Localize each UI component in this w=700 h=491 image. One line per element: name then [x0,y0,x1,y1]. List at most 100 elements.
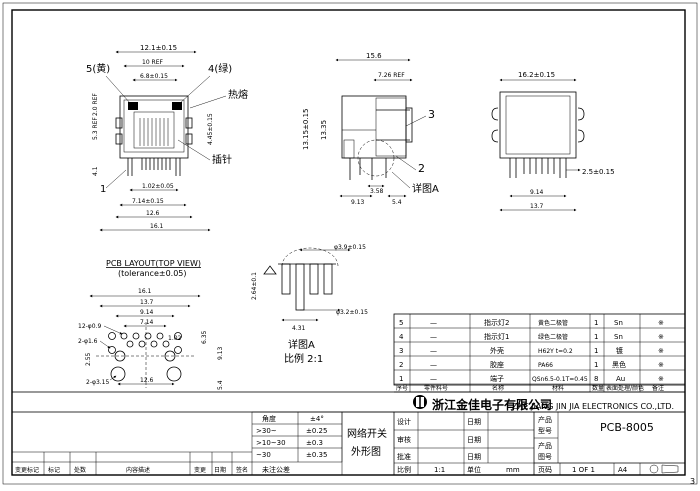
bom-cell: 2 [399,361,403,369]
label-unit: 单位 [467,465,481,474]
tolerance-cell: >10~30 [256,439,286,447]
bom-cell: — [430,375,437,383]
dim-pcb-d09: 12-φ0.9 [78,323,101,330]
bom-cell: 黑色 [612,360,626,369]
dim-front-led: 6.8±0.15 [140,73,168,80]
dim-front-ref: 10 REF [142,59,164,66]
bom-cell: Sn [614,333,623,341]
dim-front-pitch: 1.02±0.05 [142,183,174,190]
bom-cell: 8 [594,375,598,383]
callout-pin: 插针 [212,153,232,166]
callout-detail-a: 详图A [412,182,439,195]
front-view: 12.1±0.15 10 REF 6.8±0.15 2.0 REF 5.3 RE… [86,44,248,232]
bom-row: 3 — 外壳 H62Y t=0.2 1 镀 ※ [399,346,664,355]
dim-pcb-d16: 2-φ1.6 [78,338,98,345]
bom-cell: 端子 [490,374,504,383]
dim-side-1315: 13.15±0.15 [302,109,310,151]
tolerance-cell: >30~ [256,427,277,435]
detail-a-scale: 比例 2:1 [284,352,323,365]
bom-cell: 镀 [616,346,623,355]
label-product: 产品 [538,415,552,424]
company-name-en: ZHE JIANG JIN JIA ELECTRONICS CO.,LTD. [512,402,674,411]
callout-item-2: 2 [418,162,425,175]
bom-cell: 胶座 [490,360,504,369]
callout-led-green: 4(绿) [208,62,232,75]
unit-value: mm [506,466,520,474]
dim-front-714: 7.14±0.15 [132,198,164,205]
dim-front-h20: 2.0 REF [92,93,99,116]
dim-front-161: 16.1 [150,223,164,230]
bom-row: 4 — 指示灯1 绿色二极管 1 Sn ※ [399,332,664,341]
bom-cell: 指示灯1 [484,332,509,341]
dim-pcb-d315: 2-φ3.15 [86,379,109,386]
bom-cell: PA66 [538,362,553,369]
rear-view: 16.2±0.15 2.5±0.15 9.14 13.7 [491,71,615,212]
dim-pcb-714: 7.14 [140,319,154,326]
bom-header-cell: 材料 [552,384,564,392]
sheet-index: 3 [690,477,695,486]
bom-row: 1 — 端子 QSn6.5-0.1T=0.45 8 Au ※ [399,374,664,383]
dim-front-hside: 4.45±0.15 [207,113,214,145]
bom-cell: H62Y t=0.2 [538,348,573,355]
bom-cell: — [430,333,437,341]
bom-cell: 1 [594,319,598,327]
bom-table: 5 — 指示灯2 黄色二极管 1 Sn ※ 4 — 指示灯1 绿色二极管 1 S… [393,313,686,393]
bom-cell: QSn6.5-0.1T=0.45 [532,376,588,383]
bom-header: 序号 零件料号 名称 材料 数量 表面处理/颜色 备注 [396,384,664,392]
dim-detail-431: 4.31 [292,325,306,332]
label-date-2: 日期 [467,436,481,444]
outer-border [2,2,698,485]
dim-pcb-126: 12.6 [140,377,154,384]
label-check: 审核 [397,435,411,444]
dim-side-156: 15.6 [366,52,382,60]
bom-cell: ※ [658,375,664,383]
label-scale: 比例 [397,465,411,474]
dim-rear-25: 2.5±0.15 [582,168,615,176]
label-page: 页码 [538,466,552,474]
dim-pcb-635: 6.35 [201,330,208,344]
bom-header-cell: 零件料号 [424,384,448,392]
tolerance-cell: ±0.35 [306,451,327,459]
pcb-layout-title: PCB LAYOUT(TOP VIEW) [106,259,201,268]
dim-side-358: 3.58 [370,188,384,195]
tolerance-footer: 未注公差 [262,465,290,474]
rev-content: 内容描述 [126,466,150,474]
page-value: 1 OF 1 [572,466,595,474]
bom-cell: 3 [399,347,403,355]
dim-side-726: 7.26 REF [378,72,405,79]
dim-pcb-137: 13.7 [140,299,154,306]
tolerance-cell: ~30 [256,451,271,459]
detail-a-title: 详图A [288,338,315,351]
dim-pcb-914: 9.14 [140,309,154,316]
bom-header-cell: 序号 [396,384,408,392]
callout-hot-melt: 热熔 [228,88,248,101]
label-product-2: 产品 [538,441,552,450]
company-name-cn: 浙江金佳电子有限公司 [432,397,552,412]
bom-cell: 绿色二极管 [538,333,568,341]
dim-front-h41: 4.1 [92,166,99,176]
product-title-1: 网络开关 [347,427,387,440]
dim-pcb-54: 5.4 [217,380,224,390]
dim-detail-264: 2.64±0.1 [251,272,258,300]
callout-led-yellow: 5(黄) [86,62,110,75]
bom-cell: 外壳 [490,346,504,355]
bom-cell: 1 [399,375,403,383]
label-approve: 批准 [397,452,411,461]
bom-cell: Sn [614,319,623,327]
dim-side-1335: 13.35 [320,120,328,140]
tolerance-header-1: 角度 [262,414,276,423]
dim-detail-d39: φ3.9±0.15 [334,244,366,251]
pcb-layout: PCB LAYOUT(TOP VIEW) (tolerance±0.05) 16… [78,259,224,390]
bom-header-cell: 备注 [652,384,664,392]
dim-front-width-top: 12.1±0.15 [140,44,177,52]
dim-rear-914: 9.14 [530,189,544,196]
pcb-pads [108,332,182,382]
dim-rear-137: 13.7 [530,203,544,210]
dim-side-913: 9.13 [351,199,365,206]
bom-row: 5 — 指示灯2 黄色二极管 1 Sn ※ [399,318,664,327]
bom-cell: 1 [594,333,598,341]
side-view: 15.6 7.26 REF 13.15±0.15 13.35 9.13 3.58… [302,52,439,206]
bom-cell: — [430,361,437,369]
detail-a: φ3.9±0.15 2.64±0.1 4.31 φ3.2±0.15 详图A 比例… [251,244,368,365]
